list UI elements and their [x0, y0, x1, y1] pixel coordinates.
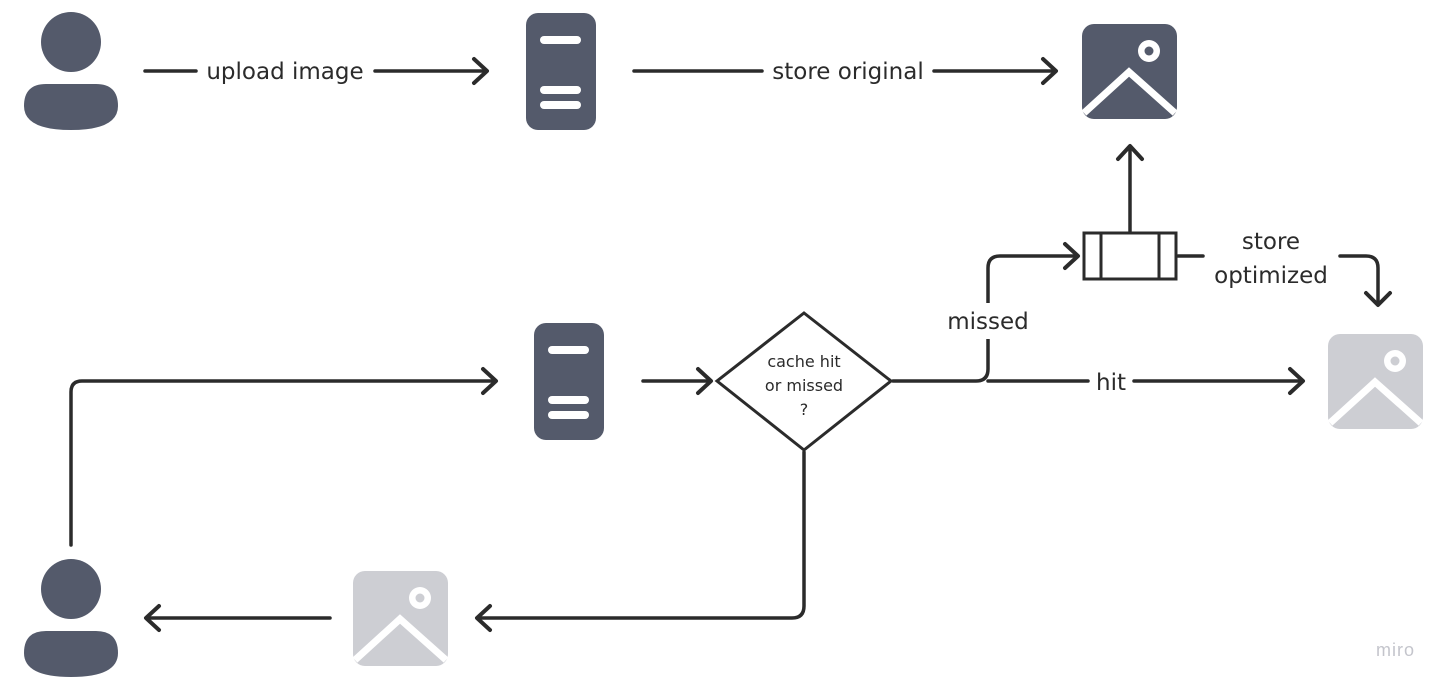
image-icon [1327, 334, 1424, 429]
decision-label-line3: ? [800, 400, 809, 419]
hit-label: hit [1096, 370, 1126, 396]
upload-image-label: upload image [206, 59, 363, 85]
deliver-connector [144, 604, 332, 632]
decision-label-line1: cache hit [767, 352, 840, 371]
server-icon [526, 13, 596, 130]
decision-label-line2: or missed [765, 376, 843, 395]
decision-node: cache hit or missed ? [714, 311, 894, 452]
store-optimized-label-line1: store [1242, 229, 1300, 255]
store-original-connector: store original [632, 57, 1058, 85]
user-icon [24, 12, 118, 130]
queue-to-original-connector [1116, 144, 1144, 233]
server-icon [534, 323, 604, 440]
upload-image-connector: upload image [143, 57, 489, 85]
image-icon [1081, 24, 1178, 119]
store-original-label: store original [772, 59, 923, 85]
missed-connector: missed [891, 242, 1080, 383]
store-optimized-connector: store optimized [1176, 229, 1392, 307]
miro-watermark: miro [1376, 640, 1415, 660]
hit-connector: hit [986, 367, 1305, 396]
store-optimized-label-line2: optimized [1214, 263, 1328, 289]
queue-icon [1082, 231, 1178, 281]
user-icon [24, 559, 118, 677]
request-connector [69, 367, 498, 547]
return-connector [475, 450, 806, 632]
image-icon [352, 571, 449, 666]
server-to-decision-connector [641, 367, 713, 395]
missed-label: missed [947, 309, 1029, 335]
